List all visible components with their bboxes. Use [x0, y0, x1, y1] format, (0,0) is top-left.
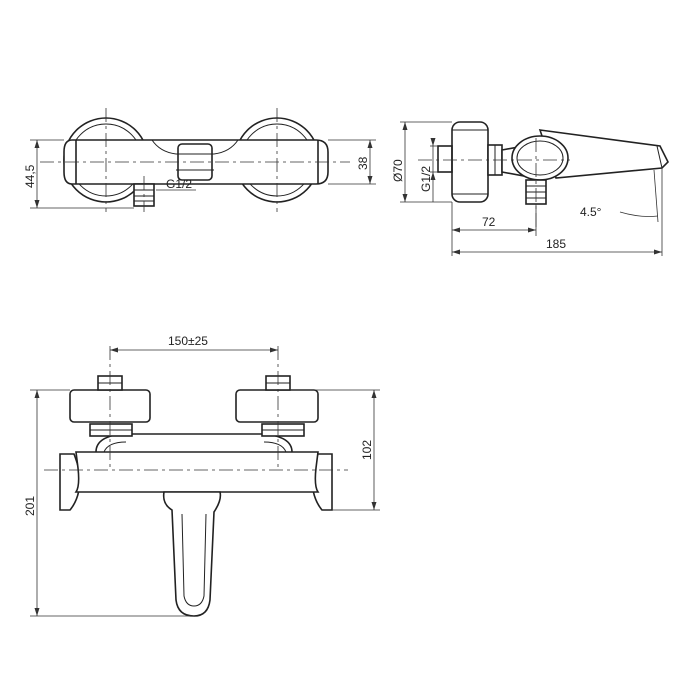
- top-thread-label: G1/2: [166, 177, 192, 191]
- front-lever: [162, 491, 222, 617]
- front-view: 150±25 102 201: [23, 334, 380, 617]
- side-thread-label: G1/2: [419, 166, 433, 192]
- top-view: 44,5 38 G1/2: [23, 108, 376, 212]
- dim-angle: 4.5°: [580, 205, 602, 219]
- dim-150-25: 150±25: [168, 334, 208, 348]
- dim-102: 102: [360, 440, 374, 460]
- dim-201: 201: [23, 496, 37, 516]
- side-flange: [451, 121, 489, 203]
- side-view: Ø70 G1/2 72 4.5° 185: [391, 121, 669, 256]
- side-body: [511, 135, 569, 181]
- dim-185: 185: [546, 237, 566, 251]
- dim-72: 72: [482, 215, 496, 229]
- dim-38: 38: [356, 156, 370, 170]
- front-right-flange: [235, 389, 319, 423]
- dim-44-5: 44,5: [23, 164, 37, 188]
- front-body: [74, 451, 320, 493]
- dim-diameter-70: Ø70: [391, 159, 405, 182]
